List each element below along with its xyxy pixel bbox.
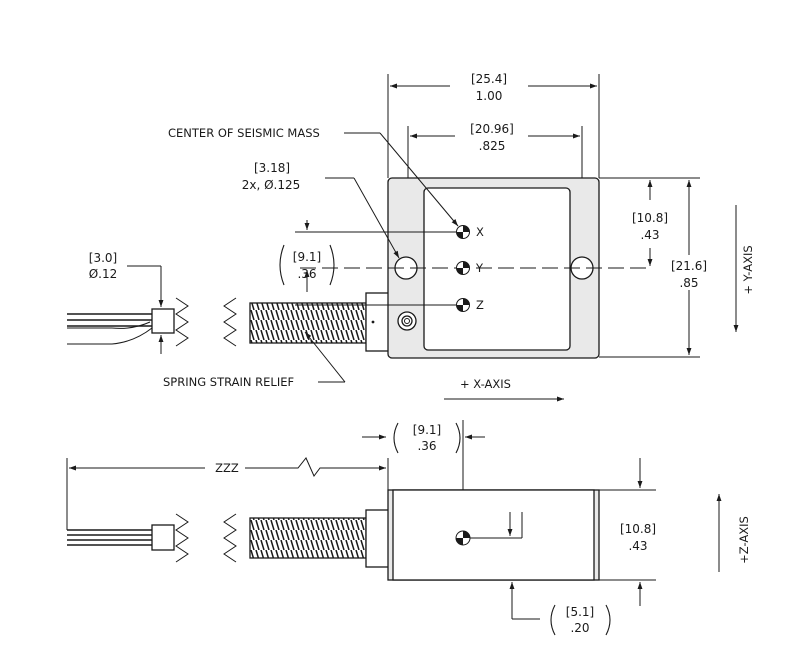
hole-dia-mm: [3.18]	[254, 161, 290, 175]
side-center-of-mass	[455, 512, 523, 546]
hole-spacing-in: .825	[479, 139, 506, 153]
z-offset-dimension: [5.1] .20	[509, 582, 611, 636]
strain-relief-label: SPRING STRAIN RELIEF	[163, 375, 294, 389]
top-view: [25.4] 1.00 [20.96] .825	[67, 72, 755, 402]
width-mm: [25.4]	[471, 72, 507, 86]
y-offset-in: .36	[297, 267, 316, 281]
length-label: ZZZ	[215, 461, 239, 475]
hole-dia-in: 2x, Ø.125	[242, 178, 301, 192]
thickness-in: .43	[628, 539, 647, 553]
width-in: 1.00	[476, 89, 503, 103]
hole-spacing-mm: [20.96]	[470, 122, 514, 136]
housing-side	[387, 489, 600, 581]
z-label: Z	[476, 298, 484, 312]
side-cable-wires	[67, 513, 237, 563]
side-offset-mm: [9.1]	[413, 423, 441, 437]
side-offset-in: .36	[417, 439, 436, 453]
z-offset-mm: [5.1]	[566, 605, 594, 619]
center-of-mass-y: Y	[456, 261, 484, 275]
x-label: X	[476, 225, 484, 239]
y-axis-indicator: + Y-AXIS	[733, 205, 755, 332]
z-offset-in: .20	[570, 621, 589, 635]
hole-diameter-callout: [3.18] 2x, Ø.125	[242, 161, 400, 259]
y-offset-dimension: [9.1] .36	[279, 220, 335, 292]
width-dimension: [25.4] 1.00	[387, 72, 600, 178]
thickness-dimension: [10.8] .43	[599, 458, 656, 606]
side-view: ZZZ [9.1] .36	[66, 420, 751, 636]
strain-relief-callout: SPRING STRAIN RELIEF	[163, 331, 346, 389]
spring-strain-relief	[249, 292, 390, 352]
y-offset-mm: [9.1]	[293, 250, 321, 264]
cable-dia-in: Ø.12	[89, 267, 118, 281]
x-axis-indicator: + X-AXIS	[444, 377, 564, 402]
center-of-mass-callout: CENTER OF SEISMIC MASS	[168, 126, 459, 227]
x-axis-label: + X-AXIS	[460, 377, 511, 391]
height-in: .85	[679, 276, 698, 290]
side-offset-dimension: [9.1] .36	[362, 420, 485, 540]
side-spring	[249, 509, 390, 568]
center-of-mass-z: Z	[295, 298, 484, 312]
height-dimension: [21.6] .85	[599, 180, 707, 358]
center-of-mass-label: CENTER OF SEISMIC MASS	[168, 126, 320, 140]
z-axis-label: +Z-AXIS	[737, 516, 751, 564]
y-label: Y	[475, 261, 484, 275]
thickness-mm: [10.8]	[620, 522, 656, 536]
height-mm: [21.6]	[671, 259, 707, 273]
half-height-in: .43	[640, 228, 659, 242]
z-axis-indicator: +Z-AXIS	[716, 494, 751, 572]
cable-dia-mm: [3.0]	[89, 251, 117, 265]
y-axis-label: + Y-AXIS	[741, 245, 755, 294]
half-height-dimension: [10.8] .43	[599, 177, 700, 266]
center-of-mass-x: X	[295, 225, 484, 239]
half-height-mm: [10.8]	[632, 211, 668, 225]
length-dimension: ZZZ	[66, 457, 389, 530]
cable-wires	[67, 297, 237, 347]
cable-diameter-dimension: [3.0] Ø.12	[89, 251, 164, 354]
hole-spacing-dimension: [20.96] .825	[407, 122, 583, 262]
